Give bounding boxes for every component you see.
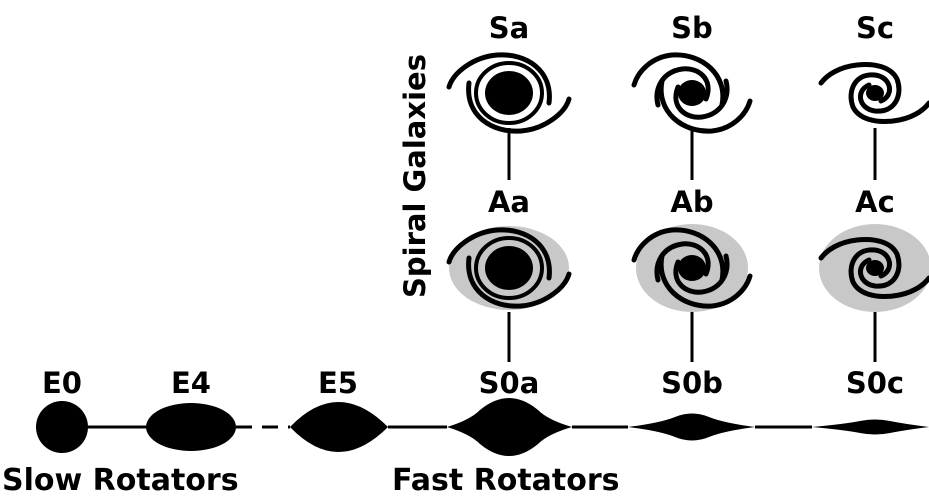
ac-galaxy-icon: [818, 224, 929, 312]
sc-galaxy-icon: [818, 62, 929, 124]
label-ac: Ac: [855, 185, 895, 219]
label-sb: Sb: [671, 11, 713, 45]
label-s0a: S0a: [479, 366, 540, 400]
aa-galaxy-icon: [446, 226, 572, 310]
label-e5: E5: [318, 366, 358, 400]
sa-galaxy-icon: [446, 52, 572, 134]
e4-galaxy-shape: [146, 403, 236, 451]
label-s0c: S0c: [846, 366, 904, 400]
e5-galaxy-shape: [290, 402, 388, 452]
e0-galaxy-shape: [36, 401, 88, 453]
sb-galaxy-icon: [631, 52, 753, 134]
label-sc: Sc: [856, 11, 894, 45]
s0a-galaxy-shape: [447, 398, 572, 456]
s0c-galaxy-shape: [812, 419, 929, 435]
ab-galaxy-icon: [631, 224, 753, 312]
label-aa: Aa: [488, 185, 530, 219]
fast-rotators-label: Fast Rotators: [392, 463, 620, 498]
label-e0: E0: [42, 366, 82, 400]
label-sa: Sa: [489, 11, 529, 45]
label-e4: E4: [171, 366, 211, 400]
slow-rotators-label: Slow Rotators: [2, 463, 239, 498]
label-s0b: S0b: [661, 366, 723, 400]
s0b-galaxy-shape: [628, 413, 755, 441]
spiral-galaxies-title: Spiral Galaxies: [398, 54, 432, 298]
label-ab: Ab: [670, 185, 713, 219]
